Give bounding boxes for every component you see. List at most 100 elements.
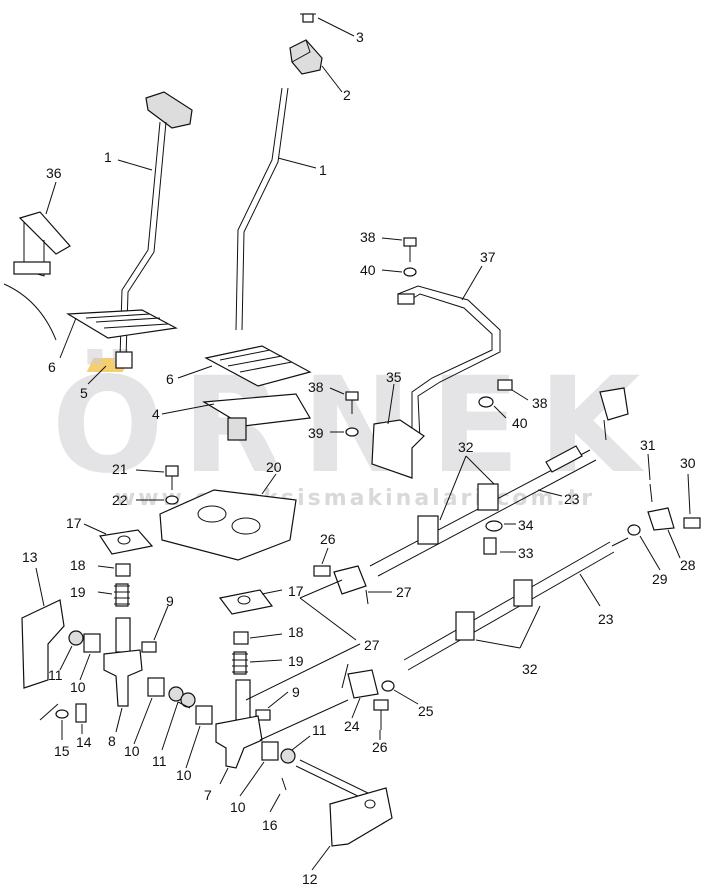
part-37-frame (397, 285, 501, 444)
callout-4: 4 (152, 406, 160, 422)
part-11-bushing-left (68, 630, 84, 646)
callout-18-left: 18 (70, 557, 86, 573)
part-39-washer (345, 427, 359, 437)
callout-17-left: 17 (66, 515, 82, 531)
part-40-washer-right (478, 396, 494, 408)
callout-38-mid: 38 (308, 379, 324, 395)
part-26-pin-bottom (373, 699, 389, 730)
part-6-pedal-left (66, 309, 178, 339)
callout-33: 33 (518, 545, 534, 561)
part-40-washer-top (403, 267, 417, 277)
part-31-pin (649, 483, 653, 503)
callout-25: 25 (418, 703, 434, 719)
part-23-shaft-upper (369, 387, 629, 577)
callout-11-right: 11 (312, 722, 327, 738)
callout-19-left: 19 (70, 584, 86, 600)
part-19-spring-right (232, 651, 248, 675)
callout-7: 7 (204, 787, 212, 803)
part-38-bolt-top (403, 237, 417, 262)
callout-38-top: 38 (360, 229, 376, 245)
callout-10-mid-b: 10 (176, 767, 192, 783)
callout-11-left: 11 (48, 667, 63, 683)
callout-1-right: 1 (319, 162, 327, 178)
part-21-bolt (165, 465, 179, 490)
callout-10-left: 10 (70, 679, 86, 695)
callout-26-top: 26 (320, 531, 336, 547)
callout-38-right: 38 (532, 395, 548, 411)
part-13-bracket (21, 599, 65, 689)
part-7-arm (215, 679, 263, 769)
callout-6-left: 6 (48, 359, 56, 375)
part-33-bolt (483, 537, 497, 555)
part-35-bracket (371, 419, 425, 479)
part-17-plate-right (218, 589, 274, 615)
callout-37: 37 (480, 249, 496, 265)
callout-10-mid-a: 10 (124, 743, 140, 759)
part-3-screw (300, 13, 316, 23)
callout-29: 29 (652, 571, 668, 587)
part-20-cover (159, 489, 297, 561)
callout-22: 22 (112, 492, 128, 508)
callout-12: 12 (302, 871, 318, 884)
callout-6-right: 6 (166, 371, 174, 387)
callout-17-right: 17 (288, 583, 304, 599)
callout-40-right: 40 (512, 415, 528, 431)
part-4-plate (202, 393, 311, 441)
callout-3: 3 (356, 29, 364, 45)
part-32-clamp-lower-a (513, 579, 533, 607)
callout-19-right: 19 (288, 653, 304, 669)
callout-31: 31 (640, 437, 656, 453)
callout-35: 35 (386, 369, 402, 385)
callout-8: 8 (108, 733, 116, 749)
callout-15: 15 (54, 743, 70, 759)
callout-30: 30 (680, 455, 696, 471)
part-6-pedal-right (204, 345, 312, 387)
part-10-collar-mid-a (147, 677, 165, 697)
callout-27-top: 27 (396, 584, 412, 600)
callout-39: 39 (308, 425, 324, 441)
callout-9-right: 9 (292, 684, 300, 700)
part-18-nut-right (233, 631, 249, 645)
callout-40-top: 40 (360, 262, 376, 278)
callout-32-lower: 32 (522, 661, 538, 677)
part-9-grease-right (255, 709, 271, 721)
callout-27-bottom: 27 (364, 637, 380, 653)
callout-9-left: 9 (166, 593, 174, 609)
callout-1-left: 1 (104, 149, 112, 165)
part-10-collar-left-a (83, 633, 101, 653)
part-22-washer (165, 495, 179, 505)
callout-11-mid: 11 (152, 753, 167, 769)
part-23-shaft-lower (403, 537, 629, 671)
callout-23-lower: 23 (598, 611, 614, 627)
part-32-clamp-lower-b (455, 611, 475, 641)
callout-34: 34 (518, 517, 534, 533)
part-2-knob (289, 39, 323, 75)
part-26-pin-top (313, 565, 331, 577)
part-18-nut-left (115, 563, 131, 577)
callout-20: 20 (266, 459, 282, 475)
callout-14: 14 (76, 734, 92, 750)
part-25-nut (381, 680, 395, 692)
part-28-clevis (647, 507, 675, 531)
part-10-collar-low (261, 741, 279, 761)
callout-18-right: 18 (288, 624, 304, 640)
part-8-arm (103, 617, 143, 707)
part-10-collar-mid-b (195, 705, 213, 725)
part-16-pin (281, 777, 287, 791)
callout-10-low: 10 (230, 799, 246, 815)
part-32-clamp-upper-b (417, 515, 439, 545)
part-34-washer (485, 520, 503, 532)
callout-26-bottom: 26 (372, 739, 388, 755)
callout-36: 36 (46, 165, 62, 181)
part-11-bushing-low (280, 748, 296, 764)
part-30-screw (683, 517, 701, 529)
callout-28: 28 (680, 557, 696, 573)
part-36-bracket (13, 211, 71, 277)
callout-32-upper: 32 (458, 439, 474, 455)
part-38-bolt-right (497, 379, 513, 391)
part-clevis-top (333, 565, 367, 595)
part-12-bracket (295, 759, 393, 847)
part-38-bolt-mid (345, 391, 359, 414)
part-32-clamp-upper-a (477, 483, 499, 511)
part-11-bushing-mid-a (168, 686, 184, 702)
